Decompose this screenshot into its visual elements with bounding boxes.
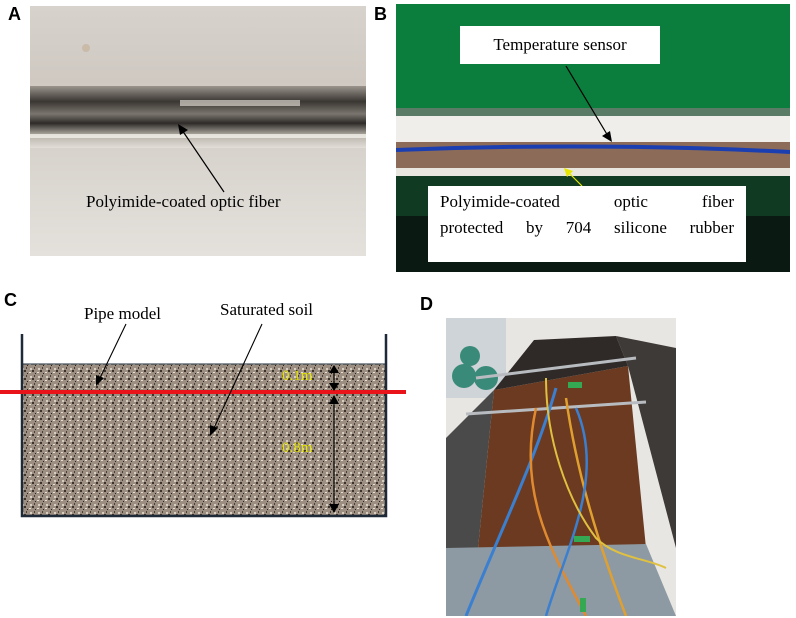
panel-b-fiber-label-box: Polyimide-coated optic fiber protected b…	[428, 186, 746, 262]
panel-d-photo	[446, 318, 676, 616]
panel-a-letter: A	[8, 4, 21, 24]
panel-a-fiber-label: Polyimide-coated optic fiber	[86, 192, 281, 211]
panel-b-sensor-label: Temperature sensor	[493, 35, 627, 54]
panel-b-letter: B	[374, 4, 387, 24]
panel-b-fiber-label-line2: protected by 704 silicone rubber	[440, 218, 734, 237]
panel-b-sensor-arrow	[565, 65, 612, 142]
panel-d-letter: D	[420, 294, 433, 314]
panel-c-pipe-label: Pipe model	[84, 304, 161, 323]
soil-area	[22, 364, 386, 516]
panel-a-photo	[30, 6, 366, 256]
panel-c-depth-top: 0.1m	[282, 368, 313, 384]
panel-c-letter: C	[4, 290, 17, 310]
panel-c-diagram	[0, 323, 406, 518]
tank-outline	[20, 334, 388, 518]
panel-b-fiber-label-line1: Polyimide-coated optic fiber	[440, 192, 734, 211]
panel-a-arrow	[178, 124, 225, 193]
panel-b-sensor-label-box: Temperature sensor	[460, 26, 660, 64]
panel-c-soil-label: Saturated soil	[220, 300, 314, 319]
panel-b-fiber-arrow	[564, 168, 583, 187]
panel-c-depth-bottom: 0.8m	[282, 440, 313, 456]
